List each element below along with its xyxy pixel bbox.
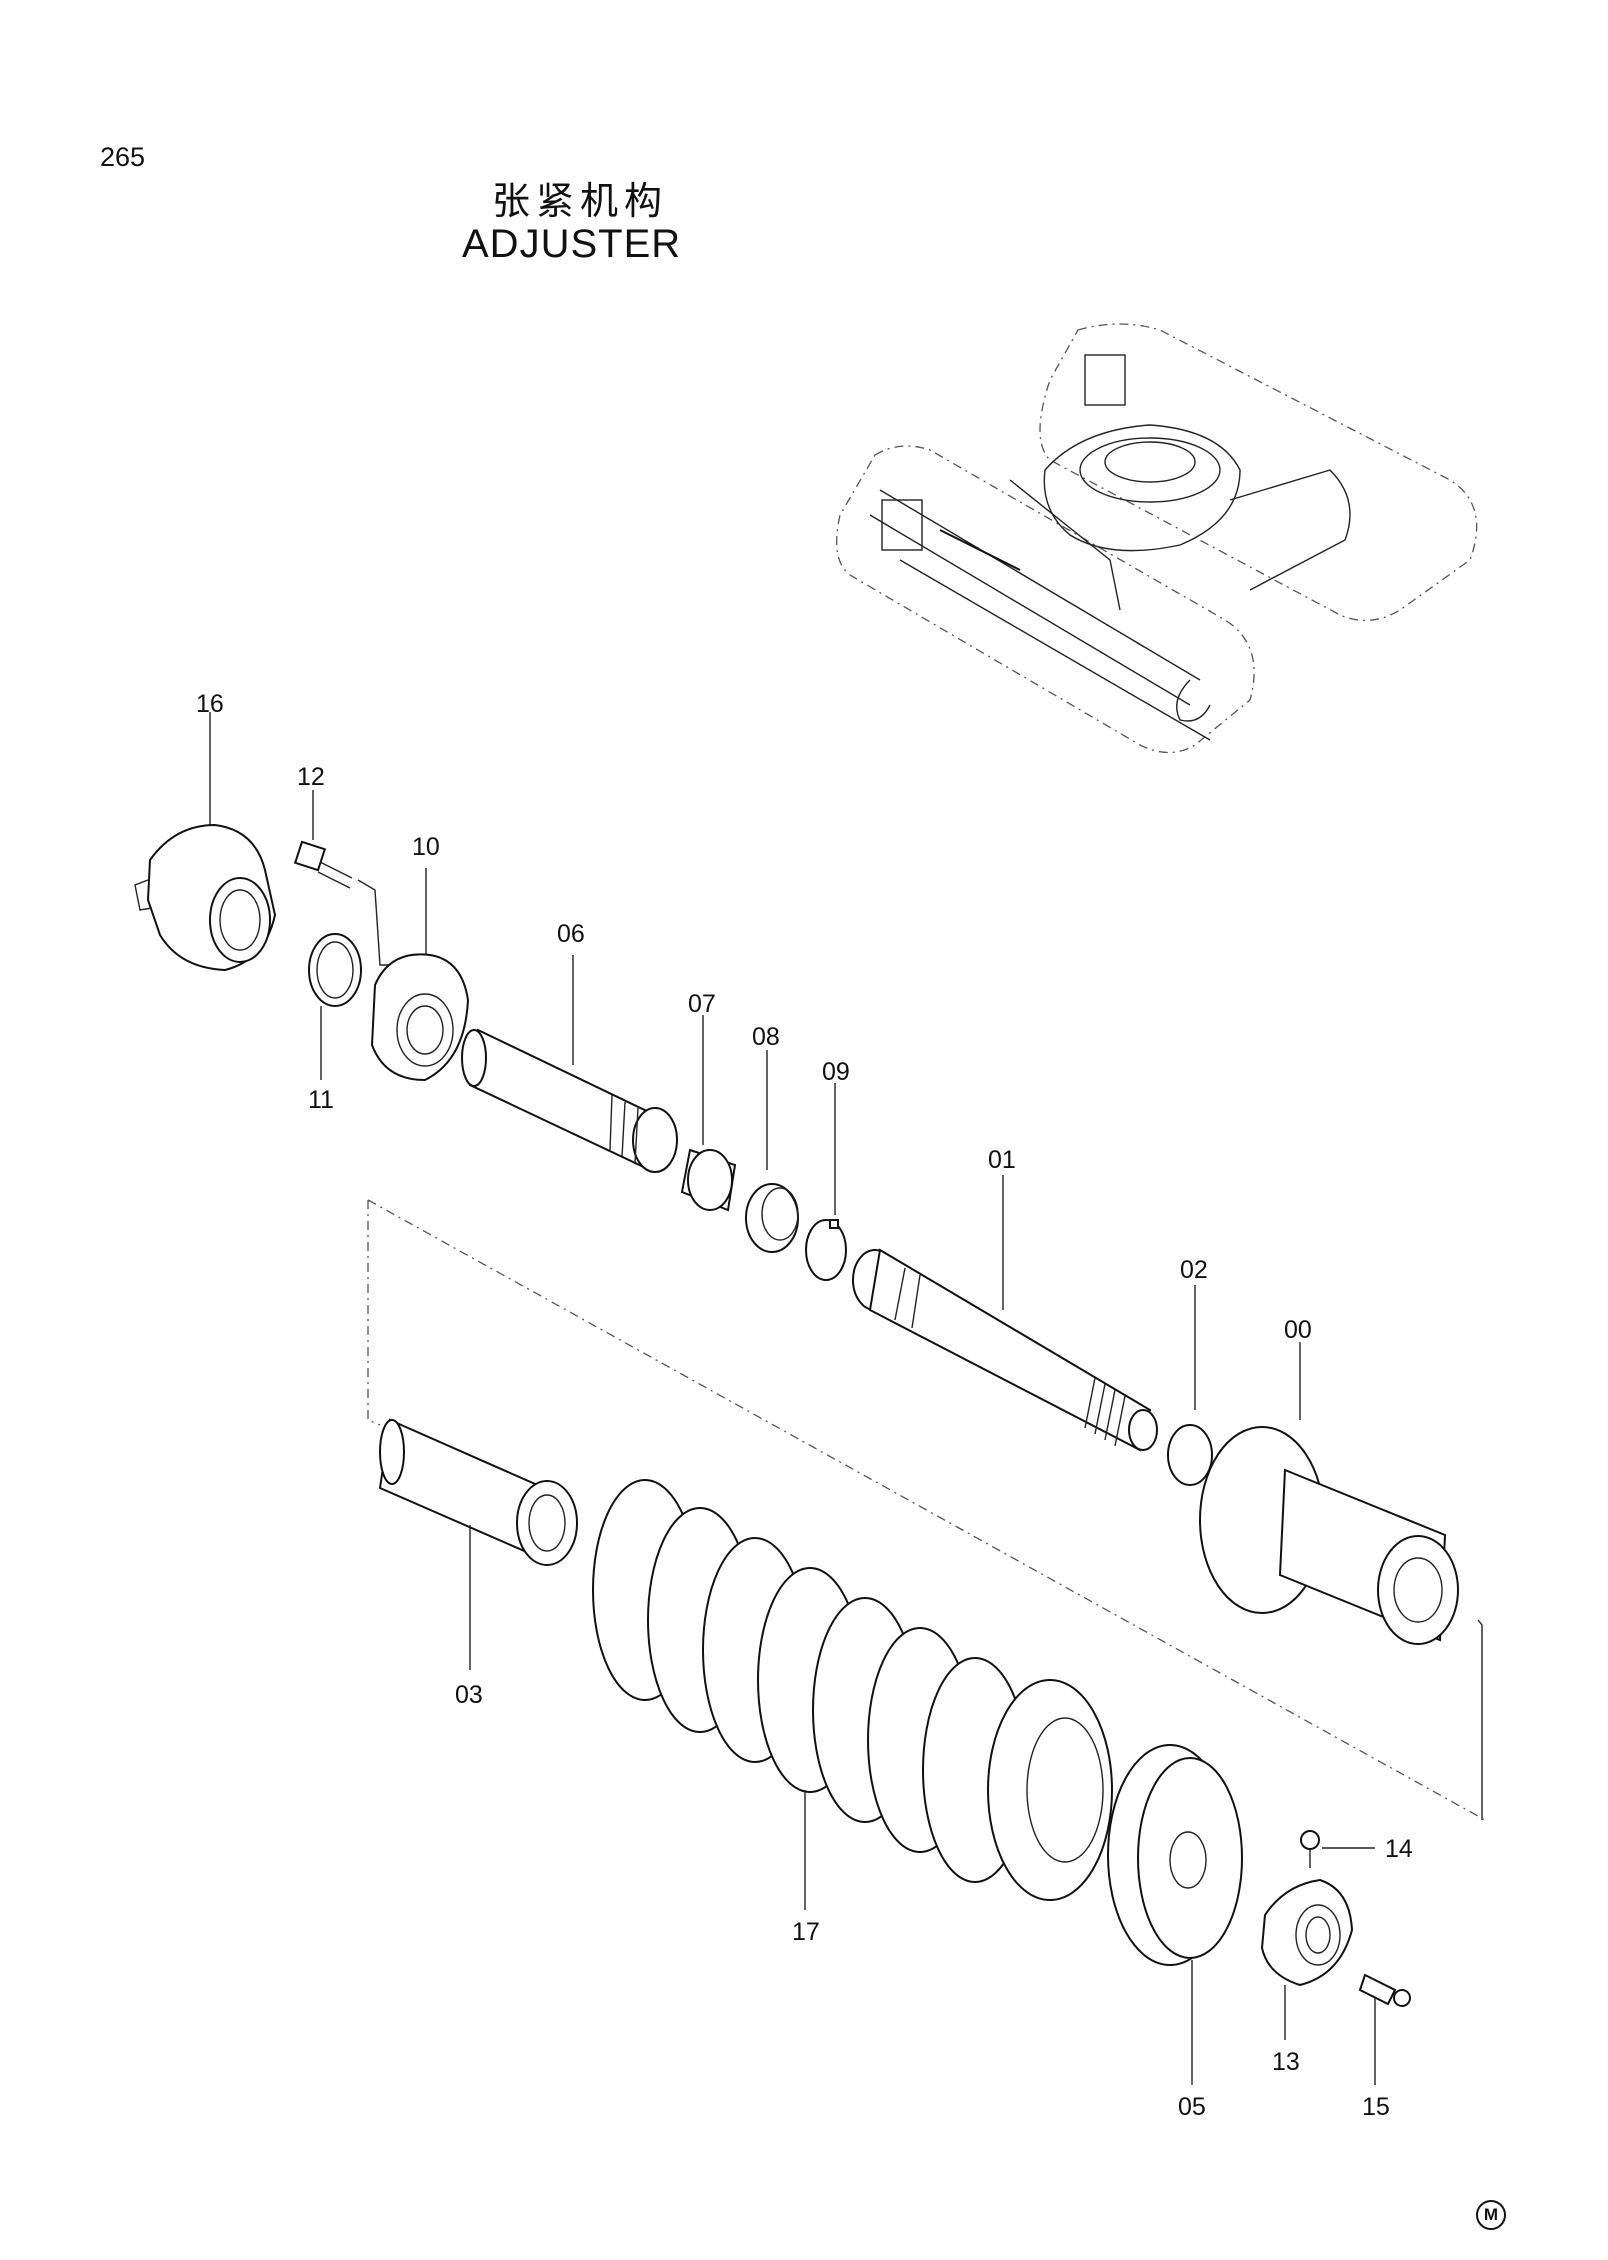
part-14 — [1300, 1830, 1375, 1868]
part-10 — [370, 868, 470, 1082]
part-11 — [308, 933, 362, 1080]
part-03 — [378, 1418, 578, 1670]
callout-17: 17 — [792, 1918, 820, 1946]
callout-09: 09 — [822, 1058, 850, 1086]
part-05 — [1107, 1744, 1243, 2085]
callout-02: 02 — [1180, 1256, 1208, 1284]
callout-16: 16 — [196, 690, 224, 718]
page-number: 265 — [100, 142, 146, 172]
part-17 — [592, 1479, 1113, 1910]
part-07 — [680, 1015, 737, 1212]
callout-08: 08 — [752, 1023, 780, 1051]
callout-05: 05 — [1178, 2093, 1206, 2121]
track-frame-overview — [836, 323, 1478, 754]
part-13 — [1260, 1878, 1354, 2040]
part-02 — [1167, 1285, 1213, 1486]
callout-14: 14 — [1385, 1835, 1413, 1863]
part-09 — [805, 1083, 847, 1281]
callout-00: 00 — [1284, 1316, 1312, 1344]
part-15 — [1358, 1973, 1411, 2085]
callout-07: 07 — [688, 990, 716, 1018]
callout-15: 15 — [1362, 2093, 1390, 2121]
part-16 — [134, 712, 277, 972]
callout-12: 12 — [297, 763, 325, 791]
manufacturer-mark: M — [1476, 2200, 1506, 2230]
part-08 — [745, 1050, 799, 1253]
callout-10: 10 — [412, 833, 440, 861]
callout-11: 11 — [308, 1086, 334, 1114]
part-01 — [852, 1175, 1158, 1452]
part-12 — [293, 790, 395, 966]
callout-13: 13 — [1272, 2048, 1300, 2076]
title-chinese: 张紧机构 — [492, 179, 669, 223]
part-00 — [1199, 1342, 1483, 1820]
callout-01: 01 — [988, 1146, 1016, 1174]
callout-06: 06 — [557, 920, 585, 948]
callout-03: 03 — [455, 1681, 483, 1709]
part-06 — [461, 955, 678, 1173]
title-english: ADJUSTER — [462, 222, 682, 266]
